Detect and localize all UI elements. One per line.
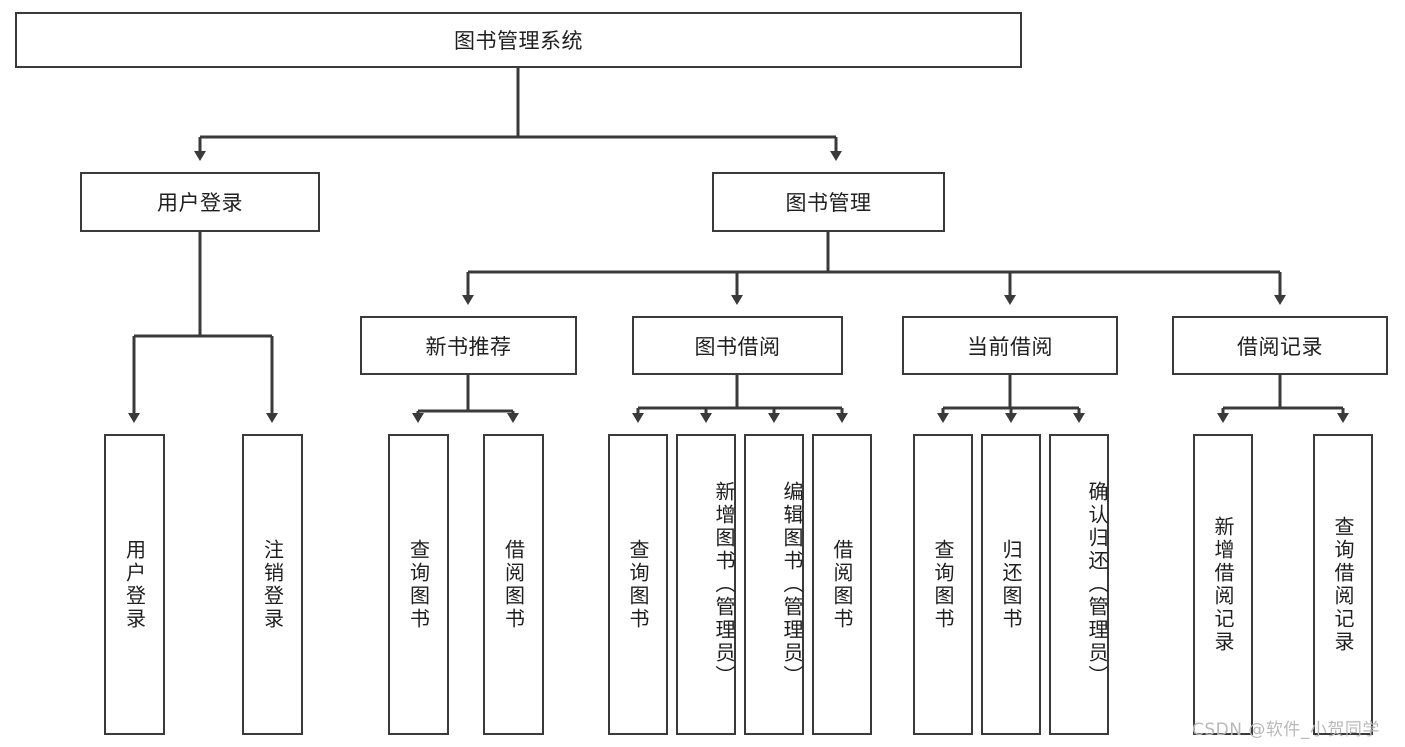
node-user-login-label: 用户登录: [157, 191, 243, 215]
node-book-borrow-label: 图书借阅: [694, 334, 781, 359]
node-root[interactable]: 图书管理系统: [15, 12, 1022, 68]
leaf-user-login-logout-label: 注销登录: [260, 538, 285, 631]
leaf-current-return-book-label: 归还图书: [999, 538, 1023, 631]
leaf-current-return-book[interactable]: 归还图书: [981, 434, 1041, 735]
leaf-borrow-edit-book[interactable]: 编辑图书（管理员）: [744, 434, 804, 735]
leaf-new-book-borrow[interactable]: 借阅图书: [483, 434, 544, 735]
csdn-watermark: CSDN @软件_小贺同学: [1192, 720, 1380, 740]
leaf-borrow-query-book[interactable]: 查询图书: [608, 434, 668, 735]
leaf-new-book-query-label: 查询图书: [406, 538, 431, 631]
leaf-current-query-book-label: 查询图书: [931, 538, 955, 631]
leaf-borrow-borrow-book-label: 借阅图书: [830, 538, 854, 631]
node-borrow-records[interactable]: 借阅记录: [1172, 316, 1388, 375]
node-book-borrow[interactable]: 图书借阅: [632, 316, 843, 375]
leaf-new-book-query[interactable]: 查询图书: [388, 434, 449, 735]
leaf-user-login-logout[interactable]: 注销登录: [242, 434, 303, 735]
leaf-records-add-record-label: 新增借阅记录: [1211, 515, 1235, 654]
leaf-records-query-record[interactable]: 查询借阅记录: [1313, 434, 1373, 735]
leaf-borrow-borrow-book[interactable]: 借阅图书: [812, 434, 872, 735]
node-new-book-recommend-label: 新书推荐: [425, 334, 512, 359]
leaf-current-confirm-return[interactable]: 确认归还（管理员）: [1049, 434, 1109, 735]
node-book-management-label: 图书管理: [785, 191, 872, 215]
leaf-records-query-record-label: 查询借阅记录: [1331, 515, 1355, 654]
node-root-label: 图书管理系统: [454, 29, 583, 53]
leaf-current-confirm-return-label: 确认归还（管理员）: [1085, 481, 1109, 688]
leaf-current-query-book[interactable]: 查询图书: [913, 434, 973, 735]
leaf-borrow-query-book-label: 查询图书: [626, 538, 650, 631]
leaf-borrow-add-book-label: 新增图书（管理员）: [712, 481, 736, 688]
node-new-book-recommend[interactable]: 新书推荐: [360, 316, 577, 375]
node-user-login[interactable]: 用户登录: [80, 172, 320, 232]
leaf-borrow-edit-book-label: 编辑图书（管理员）: [780, 481, 804, 688]
leaf-records-add-record[interactable]: 新增借阅记录: [1193, 434, 1253, 735]
leaf-user-login-login[interactable]: 用户登录: [104, 434, 165, 735]
leaf-user-login-login-label: 用户登录: [122, 538, 147, 631]
leaf-borrow-add-book[interactable]: 新增图书（管理员）: [676, 434, 736, 735]
node-book-management[interactable]: 图书管理: [712, 172, 945, 232]
leaf-new-book-borrow-label: 借阅图书: [501, 538, 526, 631]
node-current-borrow-label: 当前借阅: [967, 334, 1053, 359]
node-current-borrow[interactable]: 当前借阅: [902, 316, 1118, 375]
node-borrow-records-label: 借阅记录: [1237, 334, 1323, 359]
